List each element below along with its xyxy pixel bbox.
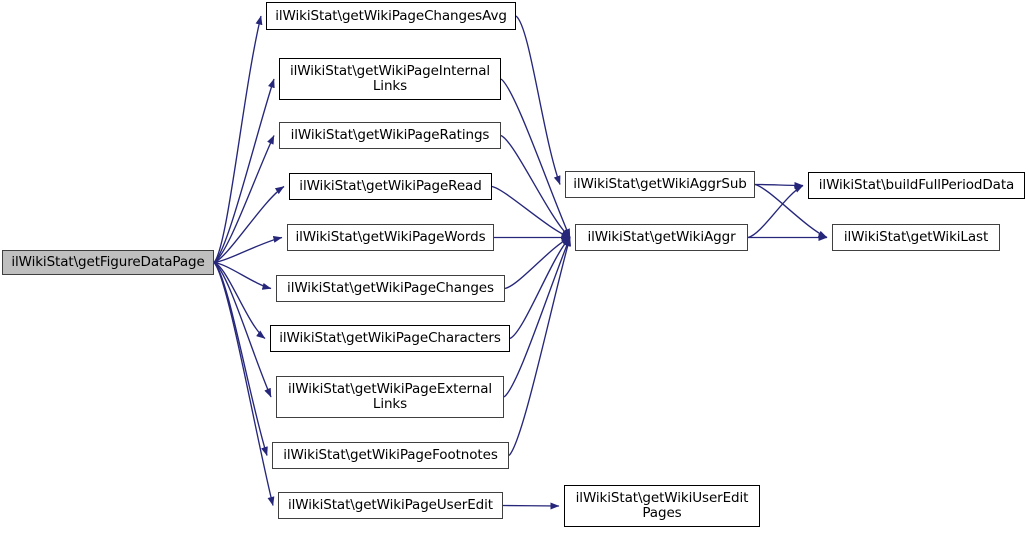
graph-node-externallinks[interactable]: ilWikiStat\getWikiPageExternal Links xyxy=(276,376,504,418)
graph-node-aggr[interactable]: ilWikiStat\getWikiAggr xyxy=(575,224,748,251)
graph-node-label: ilWikiStat\getWikiPageUserEdit xyxy=(288,497,493,514)
graph-edge-root-to-changesavg xyxy=(213,15,263,263)
graph-edge-root-to-words xyxy=(213,235,283,264)
graph-node-aggrsub[interactable]: ilWikiStat\getWikiAggrSub xyxy=(565,171,755,198)
graph-edge-root-to-changes xyxy=(213,261,272,290)
graph-node-words[interactable]: ilWikiStat\getWikiPageWords xyxy=(287,224,494,251)
graph-node-label: ilWikiStat\getWikiPageCharacters xyxy=(279,330,501,347)
graph-node-root[interactable]: ilWikiStat\getFigureDataPage xyxy=(2,250,214,275)
graph-node-label: ilWikiStat\buildFullPeriodData xyxy=(818,177,1015,194)
graph-node-label: ilWikiStat\getWikiPageWords xyxy=(295,229,486,246)
graph-node-usereditpages[interactable]: ilWikiStat\getWikiUserEdit Pages xyxy=(564,485,760,527)
graph-node-label: ilWikiStat\getWikiPageChangesAvg xyxy=(275,7,507,24)
graph-edge-root-to-read xyxy=(213,185,285,264)
graph-node-label: ilWikiStat\getFigureDataPage xyxy=(11,254,205,271)
graph-edge-changesavg-to-aggrsub xyxy=(515,15,561,185)
graph-edge-aggrsub-to-last xyxy=(754,183,828,239)
graph-node-label: ilWikiStat\getWikiPageRatings xyxy=(290,127,490,144)
graph-node-changesavg[interactable]: ilWikiStat\getWikiPageChangesAvg xyxy=(266,2,516,30)
graph-node-label: ilWikiStat\getWikiPageChanges xyxy=(287,280,494,297)
graph-edge-characters-to-aggr xyxy=(509,237,571,340)
graph-edge-root-to-footnotes xyxy=(213,261,268,456)
graph-edge-root-to-useredit xyxy=(213,262,275,506)
graph-edge-ratings-to-aggr xyxy=(500,134,571,239)
graph-edge-read-to-aggr xyxy=(491,185,571,239)
graph-node-changes[interactable]: ilWikiStat\getWikiPageChanges xyxy=(276,275,505,302)
graph-node-internallinks[interactable]: ilWikiStat\getWikiPageInternal Links xyxy=(279,58,501,100)
graph-edge-root-to-externallinks xyxy=(213,261,272,398)
graph-node-label: ilWikiStat\getWikiUserEdit Pages xyxy=(575,490,749,521)
graph-node-ratings[interactable]: ilWikiStat\getWikiPageRatings xyxy=(279,122,501,149)
graph-edge-root-to-ratings xyxy=(213,135,275,264)
graph-edge-useredit-to-usereditpages xyxy=(502,502,560,510)
graph-node-label: ilWikiStat\getWikiPageInternal Links xyxy=(289,63,491,94)
graph-node-last[interactable]: ilWikiStat\getWikiLast xyxy=(832,224,1000,251)
graph-edge-root-to-internallinks xyxy=(213,78,275,264)
graph-node-buildfull[interactable]: ilWikiStat\buildFullPeriodData xyxy=(808,172,1025,199)
graph-node-useredit[interactable]: ilWikiStat\getWikiPageUserEdit xyxy=(278,492,503,519)
graph-node-footnotes[interactable]: ilWikiStat\getWikiPageFootnotes xyxy=(272,442,509,469)
graph-edge-aggrsub-to-buildfull xyxy=(754,181,804,189)
graph-node-label: ilWikiStat\getWikiLast xyxy=(843,229,989,246)
graph-node-label: ilWikiStat\getWikiPageFootnotes xyxy=(283,447,498,464)
graph-edge-externallinks-to-aggr xyxy=(503,237,571,398)
graph-node-label: ilWikiStat\getWikiAggr xyxy=(587,229,736,246)
graph-edge-aggr-to-buildfull xyxy=(747,184,804,239)
graph-edge-internallinks-to-aggr xyxy=(500,78,571,238)
graph-node-label: ilWikiStat\getWikiAggrSub xyxy=(573,176,747,193)
graph-node-label: ilWikiStat\getWikiPageExternal Links xyxy=(287,381,493,412)
graph-node-read[interactable]: ilWikiStat\getWikiPageRead xyxy=(289,173,492,200)
graph-edge-footnotes-to-aggr xyxy=(508,237,572,456)
graph-node-characters[interactable]: ilWikiStat\getWikiPageCharacters xyxy=(270,325,510,352)
graph-edge-root-to-characters xyxy=(213,261,266,340)
graph-node-label: ilWikiStat\getWikiPageRead xyxy=(299,178,482,195)
